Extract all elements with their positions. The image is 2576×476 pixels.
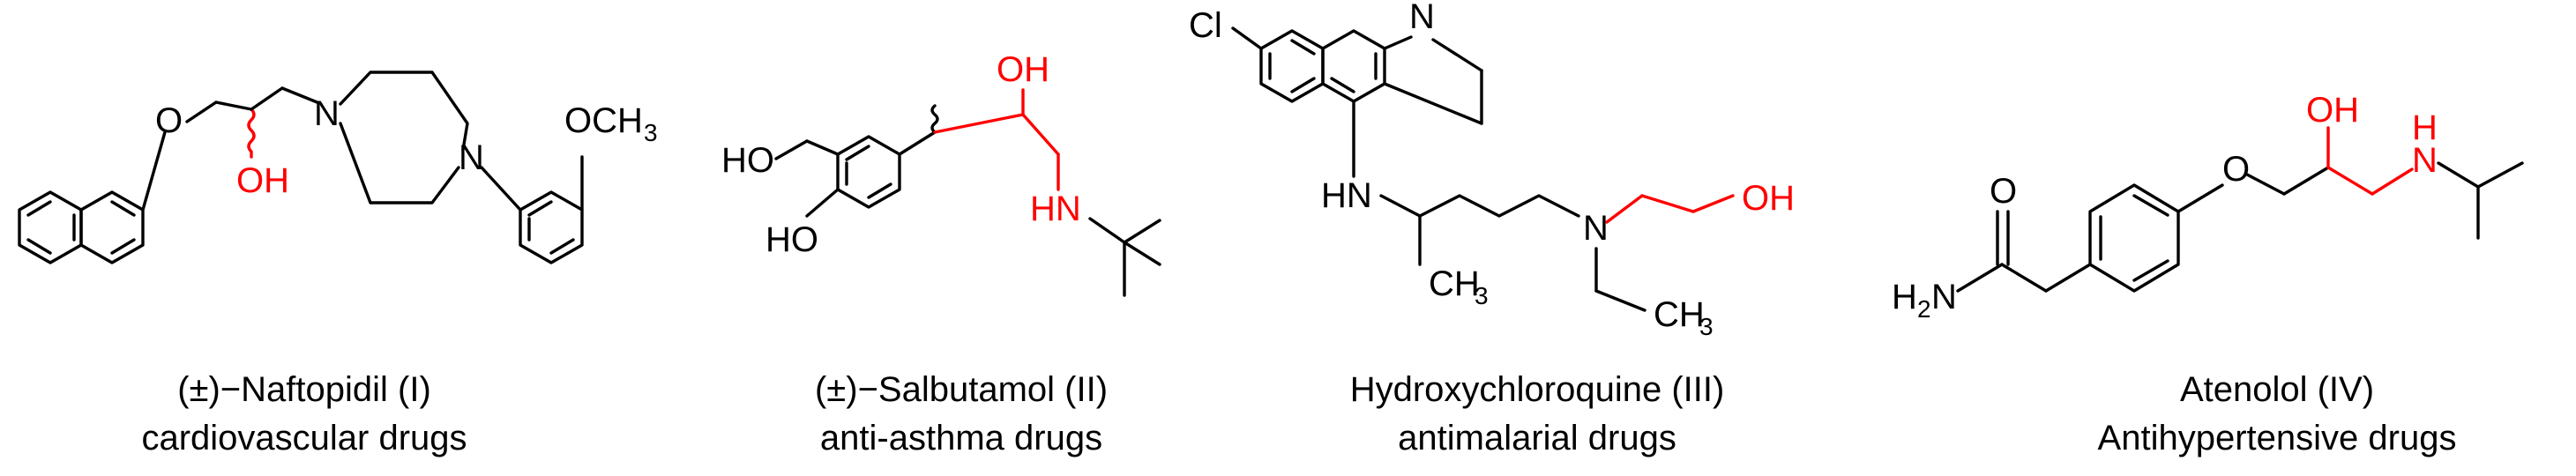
amide-nitrogen-label: N: [1931, 278, 1957, 316]
amine-nitrogen-label: N: [2412, 141, 2438, 180]
methoxy-label: OCH: [564, 101, 643, 140]
compound-category-4: Antihypertensive drugs: [2098, 419, 2457, 457]
piperazine-n1-label: N: [314, 94, 340, 133]
atenolol-benzene-ring: [2088, 183, 2180, 293]
carbonyl-oxygen-label: O: [1990, 172, 2017, 211]
hydroxymethyl-ho-label: HO: [721, 141, 774, 180]
amine-h-label: H: [2412, 108, 2438, 147]
piperazine-n2-label: N: [459, 138, 484, 177]
piperazine-ring: [339, 71, 469, 152]
captions: (±)−Naftopidil (I) cardiovascular drugs …: [141, 370, 2456, 457]
compound-category-1: cardiovascular drugs: [141, 419, 467, 457]
anilino-hn-label: HN: [1321, 176, 1372, 215]
methyl-label-b: CH: [1654, 295, 1705, 334]
compound-category-3: antimalarial drugs: [1398, 419, 1676, 457]
quinoline-nitrogen-label: N: [1409, 0, 1435, 36]
compound-name-2: (±)−Salbutamol (II): [815, 370, 1108, 409]
methyl-subscript-a: 3: [1475, 282, 1489, 309]
compound-category-2: anti-asthma drugs: [820, 419, 1102, 457]
methyl-label-a: CH: [1429, 264, 1480, 303]
naphthalene-right-ring: [79, 190, 145, 264]
methoxyphenyl-ring: [519, 190, 584, 264]
tert-butyl: [1123, 219, 1161, 244]
compound-name-1: (±)−Naftopidil (I): [177, 370, 431, 409]
compound-name-3: Hydroxychloroquine (III): [1350, 370, 1725, 409]
tertiary-amine-label: N: [1583, 209, 1609, 248]
ether-oxygen-label: O: [155, 101, 183, 140]
pentyl-chain: [1418, 194, 1580, 218]
stereo-wavy-bond: [247, 108, 256, 159]
phenol-ho-label: HO: [765, 220, 818, 259]
ether-oxygen-label: O: [2222, 150, 2250, 189]
salbutamol-structure: HO HO OH HN: [721, 50, 1161, 297]
secondary-amine-label: HN: [1030, 190, 1081, 228]
amide-h2-label: H: [1892, 278, 1917, 316]
hydroxyl-label: OH: [2306, 91, 2359, 130]
methyl-subscript-b: 3: [1699, 313, 1714, 340]
compound-name-4: Atenolol (IV): [2180, 370, 2374, 409]
methoxy-subscript: 3: [644, 119, 658, 146]
hydroxyl-label: OH: [1742, 179, 1795, 218]
amide-h2-subscript: 2: [1917, 295, 1931, 323]
hydroxyl-label: OH: [236, 161, 289, 200]
isopropyl: [2476, 161, 2524, 189]
naftopidil-structure: O OH N N OCH 3: [18, 71, 658, 264]
hydroxyl-label: OH: [997, 50, 1049, 89]
hydroxychloroquine-structure: Cl N HN CH 3 N OH CH 3: [1189, 0, 1795, 340]
atenolol-structure: H 2 N O O OH H N: [1892, 91, 2524, 323]
naphthalene-inner-double-bonds: [26, 200, 136, 255]
chlorine-label: Cl: [1189, 6, 1222, 45]
stereo-wavy-bond: [930, 104, 939, 134]
